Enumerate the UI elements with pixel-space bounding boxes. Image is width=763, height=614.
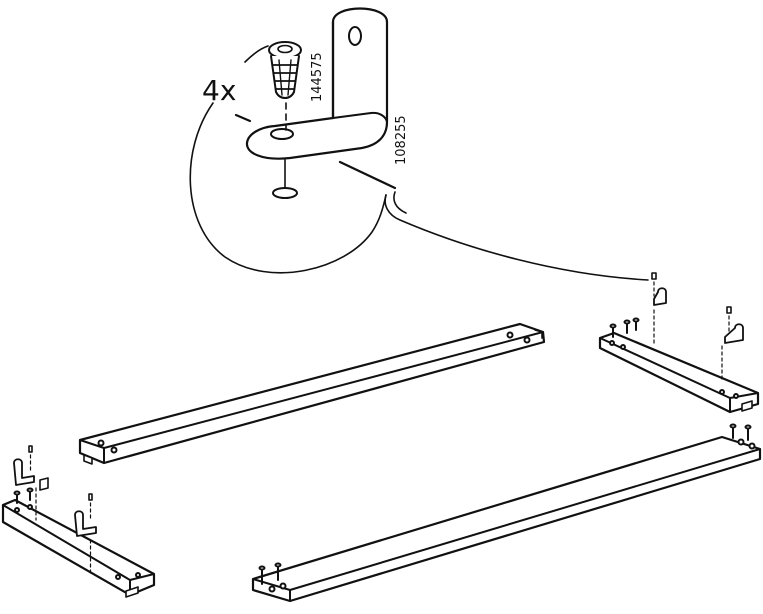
bracket-axis-line — [338, 160, 397, 190]
expansion-plug-part — [268, 41, 302, 99]
detail-callout-circle — [189, 102, 387, 274]
detail-callout-circle-top — [244, 45, 269, 63]
long-rail-bottom — [251, 423, 762, 603]
hole-marker — [272, 187, 298, 199]
bracket-part-number: 108255 — [394, 115, 409, 165]
short-rail-right — [598, 272, 760, 414]
bracket-axis-line-left — [234, 113, 252, 123]
short-rail-left — [1, 445, 156, 598]
plug-part-number: 144575 — [310, 52, 325, 102]
quantity-label: 4x — [202, 74, 236, 107]
l-bracket-part — [245, 7, 389, 160]
long-rail-top — [78, 322, 546, 465]
callout-leader-line — [384, 194, 649, 281]
callout-leader-line-inner — [393, 191, 407, 214]
